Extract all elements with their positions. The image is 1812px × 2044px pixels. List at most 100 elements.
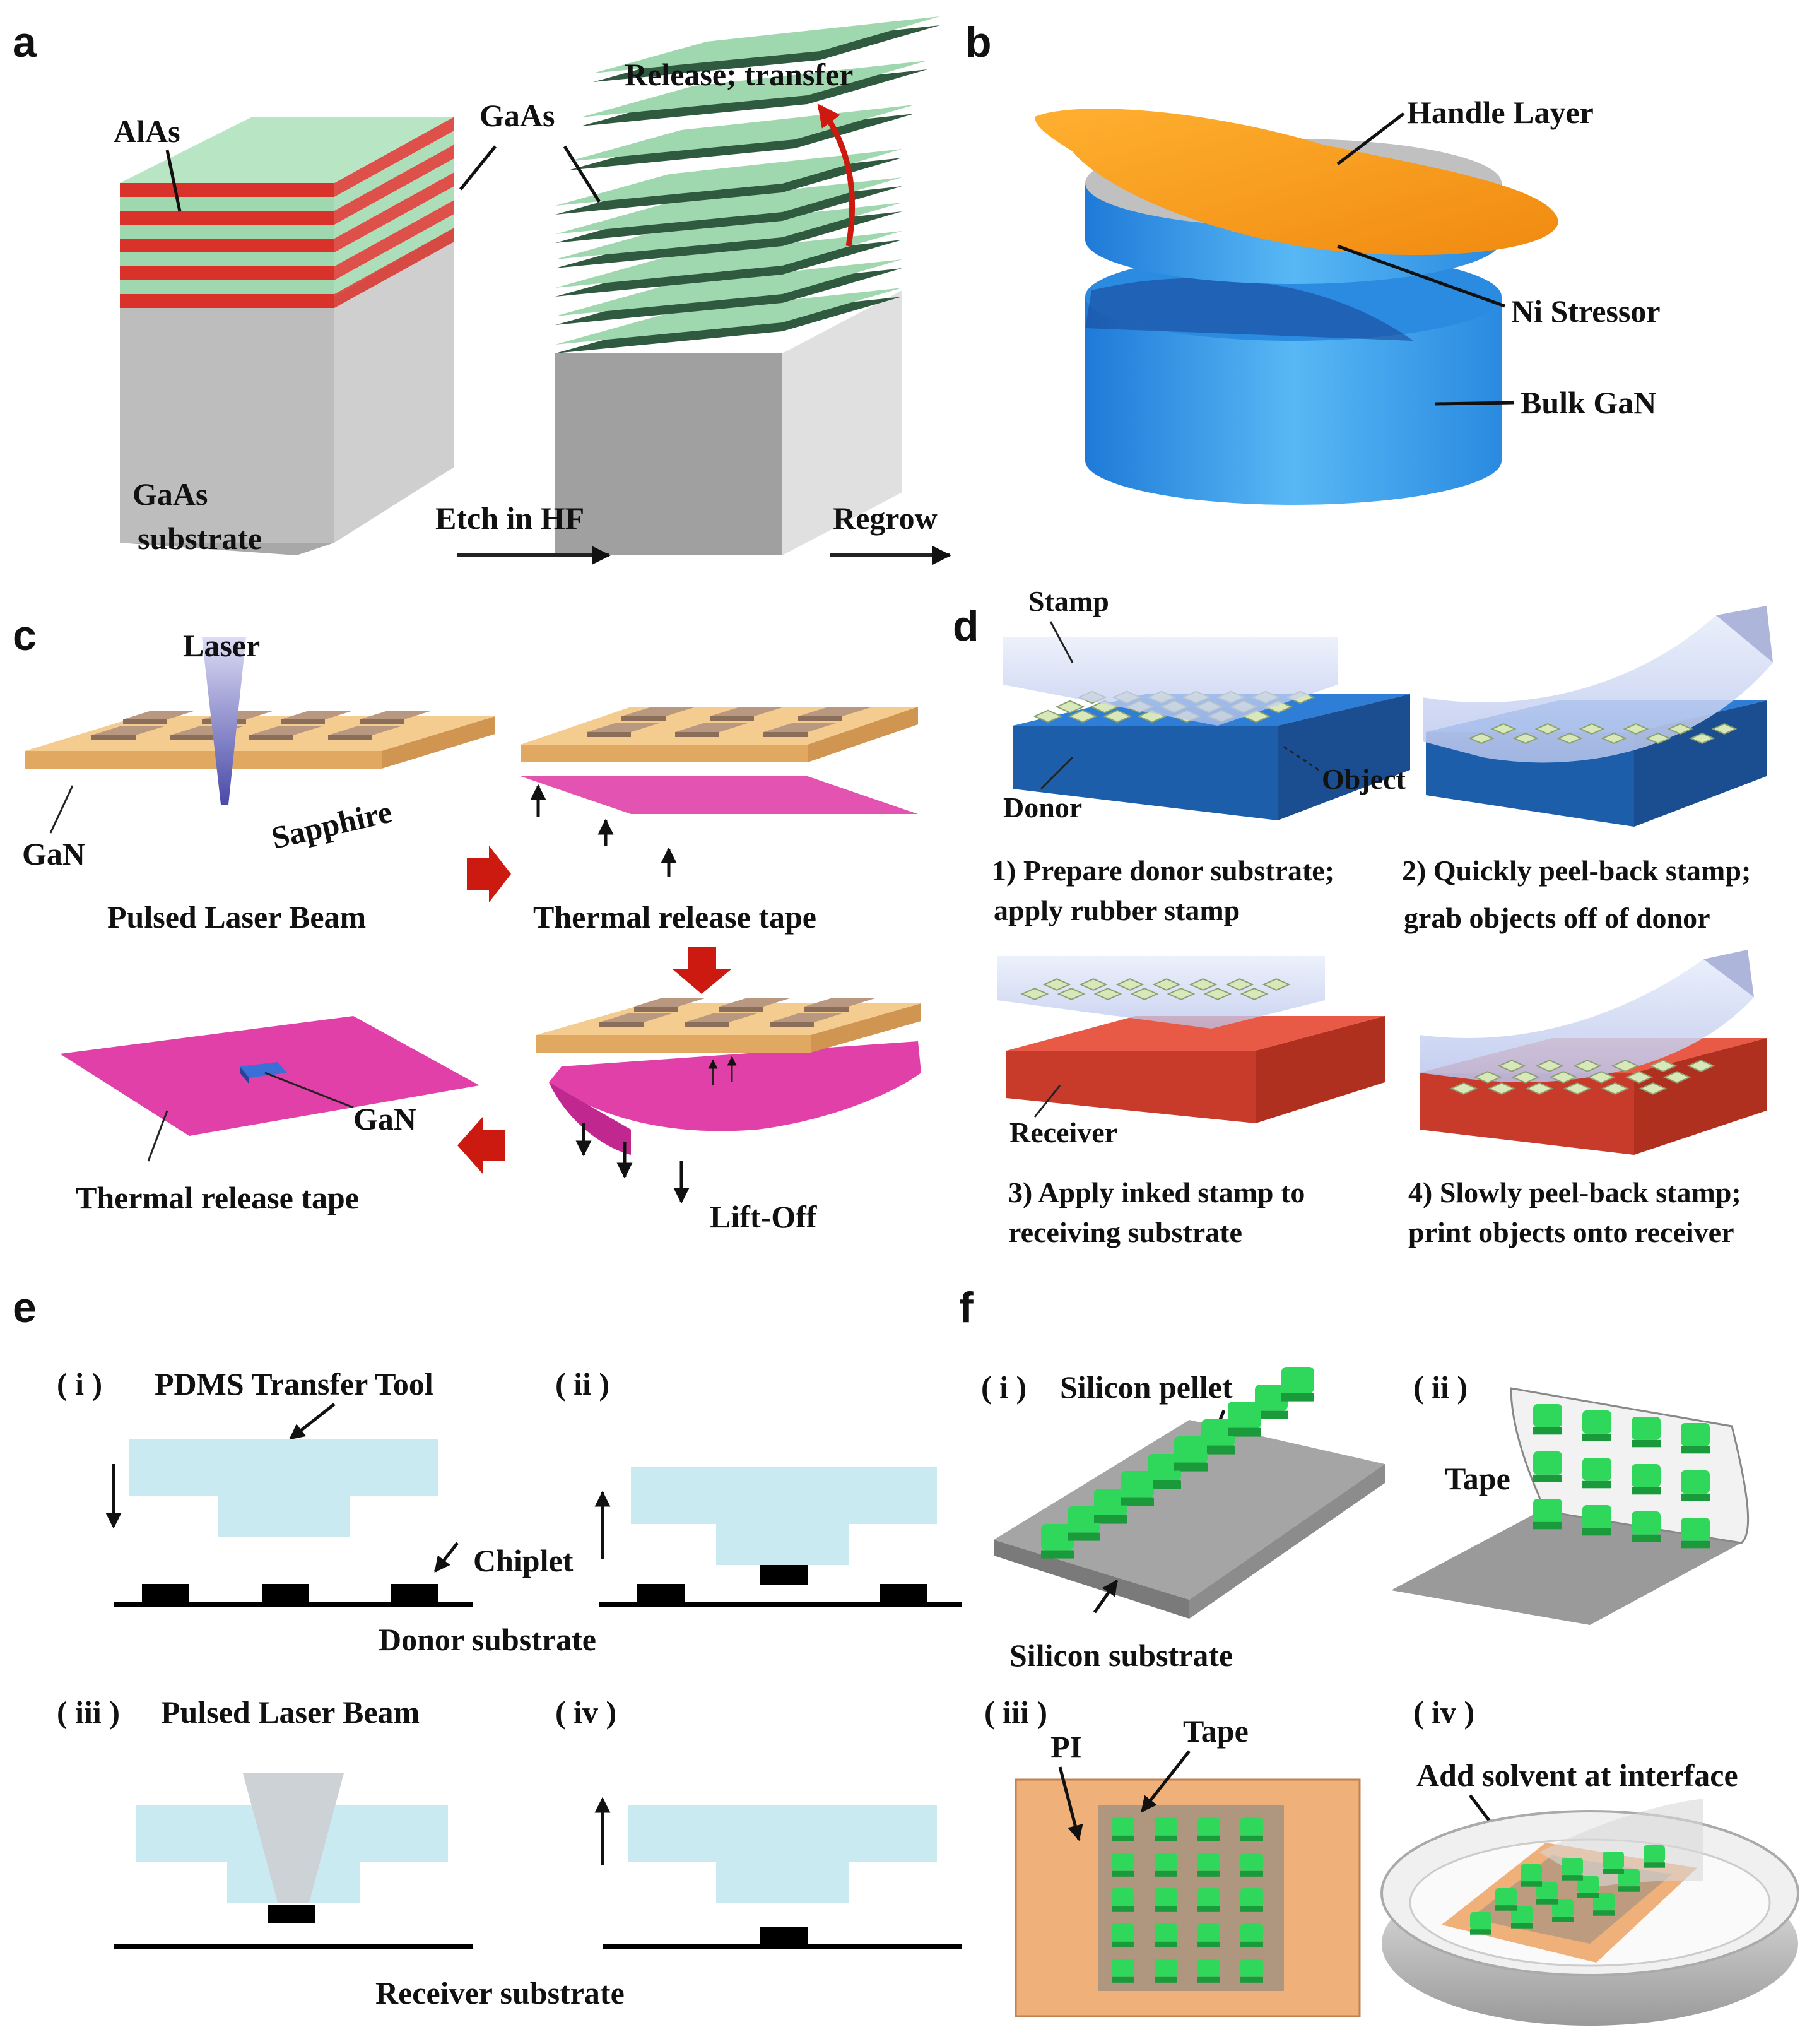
label-gaas-substrate-1: GaAs (132, 476, 208, 512)
pellet (1632, 1511, 1661, 1535)
object (1638, 1082, 1668, 1095)
e-label-ii: ( ii ) (555, 1366, 609, 1402)
pellet-side (1681, 1446, 1710, 1454)
layer-side (334, 158, 454, 239)
layer-side (334, 186, 454, 266)
layer-front (120, 266, 334, 280)
silicon-pellets-on-tape (1533, 1404, 1710, 1549)
pellet (1521, 1864, 1542, 1882)
pellet-side (1174, 1462, 1207, 1471)
object (1534, 723, 1561, 735)
label-lift-off: Lift-Off (710, 1199, 818, 1234)
object (1473, 1071, 1502, 1084)
object (1115, 978, 1144, 991)
object (1511, 1071, 1540, 1084)
gan-chip (675, 723, 748, 732)
pellet-side (1562, 1875, 1583, 1881)
gaas-sheet (593, 16, 940, 73)
chiplet (142, 1584, 189, 1604)
gan-chip (599, 1013, 672, 1022)
silicon-pellets (1041, 1367, 1314, 1559)
pellet-side (1644, 1862, 1665, 1868)
gan-chip-edge (719, 1007, 763, 1012)
pellet (1240, 1853, 1263, 1871)
gan-chip-edge (804, 1007, 849, 1012)
object (1625, 1071, 1654, 1084)
step4-line1: 4) Slowly peel-back stamp; (1408, 1176, 1741, 1208)
object (1573, 1060, 1602, 1072)
pellet (1533, 1451, 1562, 1475)
label-ni-stressor: Ni Stressor (1511, 293, 1661, 329)
pellet-side (1632, 1439, 1661, 1448)
pellet (1155, 1888, 1177, 1906)
label-pdms-tool: PDMS Transfer Tool (155, 1366, 433, 1402)
object (1225, 978, 1254, 991)
tape-with-gan (60, 1016, 479, 1162)
pellet (1197, 1888, 1220, 1906)
panel-letter-b: b (965, 18, 992, 66)
label-tape-iii: Tape (1183, 1713, 1249, 1749)
object (1579, 723, 1605, 735)
pellet-side (1533, 1427, 1562, 1435)
object (1093, 988, 1122, 1000)
panel-letter-c: c (13, 611, 37, 659)
pellet (1240, 1959, 1263, 1977)
pellet-side (1495, 1905, 1517, 1911)
pellet (1582, 1410, 1611, 1434)
released-sheets (555, 16, 940, 353)
pellet-side (1112, 1906, 1134, 1912)
label-regrow: Regrow (833, 500, 938, 536)
object (1649, 1060, 1678, 1072)
pellet (1255, 1385, 1288, 1411)
pellet-side (1618, 1886, 1640, 1892)
pellet-side (1681, 1540, 1710, 1549)
label-silicon-substrate: Silicon substrate (1009, 1638, 1233, 1673)
pellet (1240, 1923, 1263, 1942)
f-label-iii: ( iii ) (984, 1694, 1047, 1730)
pellet (1495, 1888, 1517, 1906)
gan-chip (281, 711, 353, 719)
pellet-side (1533, 1521, 1562, 1530)
pellet (1681, 1470, 1710, 1494)
pellet-side (1197, 1906, 1220, 1912)
pellet-side (1155, 1906, 1177, 1912)
gan-chip-edge (634, 1007, 678, 1012)
gan-chip (360, 711, 432, 719)
stamp (1003, 637, 1338, 726)
picked-chiplet (760, 1565, 808, 1585)
pellet (1603, 1852, 1624, 1869)
pellet (1068, 1506, 1100, 1533)
gaas-sheet (580, 61, 927, 117)
object (1645, 732, 1671, 745)
pellet (1155, 1853, 1177, 1871)
label-laser: Laser (183, 628, 260, 663)
gan-chip-edge (685, 1022, 729, 1027)
chiplet (391, 1584, 438, 1604)
pellet-side (1240, 1906, 1263, 1912)
d1-donor (1003, 637, 1410, 820)
layer-front (120, 197, 334, 211)
pellet-side (1536, 1899, 1558, 1905)
pellet-side (1148, 1480, 1180, 1489)
tape-wafer (521, 707, 918, 877)
label-etch: Etch in HF (435, 500, 584, 536)
panel-letter-a: a (13, 18, 37, 66)
e-label-iv: ( iv ) (555, 1694, 616, 1730)
chiplet (262, 1584, 309, 1604)
label-donor-substrate: Donor substrate (379, 1622, 596, 1657)
label-release: Release; transfer (625, 57, 853, 92)
pellet-side (1121, 1497, 1153, 1506)
gan-chip (710, 707, 782, 716)
label-gan-c3: GaN (353, 1101, 416, 1137)
layer-front (120, 225, 334, 239)
gan-chip-edge (675, 732, 719, 737)
panel-b: b Handle Layer Ni Stressor Bulk GaN (965, 18, 1661, 505)
chiplet (637, 1584, 685, 1604)
gan-chip-edge (710, 716, 754, 721)
label-object: Object (1322, 763, 1406, 795)
gaas-sheet (555, 177, 902, 234)
pellet-side (1068, 1532, 1100, 1541)
f-label-i: ( i ) (981, 1369, 1027, 1405)
pellet-side (1240, 1835, 1263, 1841)
laser-beam (202, 637, 246, 805)
